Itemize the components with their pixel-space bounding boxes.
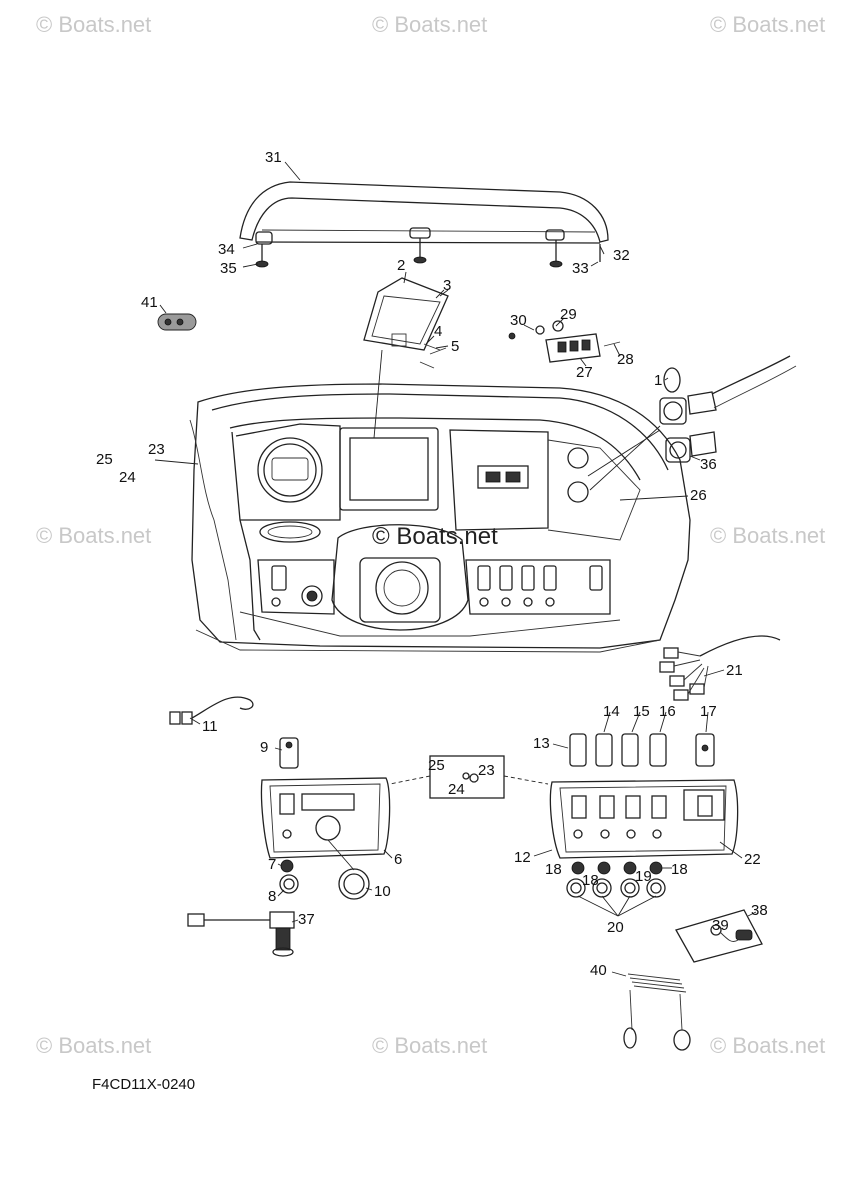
watermark-bottom-right: © Boats.net [710,1033,826,1058]
key-fob-part [157,313,197,331]
callout-1: 1 [654,372,663,389]
callout-3: 3 [443,277,452,294]
callout-12: 12 [514,849,531,866]
callout-38: 38 [751,902,768,919]
callout-24b: 24 [448,781,465,798]
callout-25: 25 [96,451,113,468]
callout-8: 8 [268,888,277,905]
diagram-code: F4CD11X-0240 [92,1076,196,1093]
callout-14: 14 [603,703,620,720]
callout-11: 11 [202,718,218,735]
switch-bracket-part [508,320,621,363]
callout-18b: 18 [582,872,599,889]
callout-22: 22 [744,851,761,868]
callout-24: 24 [119,469,136,486]
callout-19: 19 [635,868,652,885]
callout-25b: 25 [428,757,445,774]
callout-27: 27 [576,364,593,381]
callout-29: 29 [560,306,577,323]
callout-13: 13 [533,735,550,752]
display-unit-part [363,271,449,439]
grab-handle-part [239,181,609,268]
wiring-harness-part [659,635,781,701]
callout-33: 33 [572,260,589,277]
callout-30: 30 [510,312,527,329]
watermark-center: © Boats.net [372,523,498,550]
callout-18a: 18 [545,861,562,878]
right-switch-plate-part [549,733,739,917]
horn-switch-part [187,911,295,957]
callout-26: 26 [690,487,707,504]
callout-40: 40 [590,962,607,979]
callout-4: 4 [434,323,443,340]
small-harness-part [169,696,254,725]
callout-39: 39 [712,917,729,934]
callout-18c: 18 [671,861,688,878]
watermark-bottom-left: © Boats.net [36,1033,152,1058]
callout-23: 23 [148,441,165,458]
callout-31: 31 [265,149,282,166]
watermark-bottom-center: © Boats.net [372,1033,488,1058]
callout-35: 35 [220,260,237,277]
callout-5: 5 [451,338,460,355]
callout-10: 10 [374,883,391,900]
callout-leaders [154,161,757,977]
watermark-top-left: © Boats.net [36,12,152,37]
power-socket-part [587,355,797,491]
callout-36: 36 [700,456,717,473]
callout-16: 16 [659,703,676,720]
callout-2: 2 [397,257,406,274]
watermark-mid-right: © Boats.net [710,523,826,548]
callout-34: 34 [218,241,235,258]
lanyard-key-part [675,909,763,963]
callout-6: 6 [394,851,403,868]
fastener-detail-box [389,755,549,799]
callout-32: 32 [613,247,630,264]
watermark-top-right: © Boats.net [710,12,826,37]
callout-21: 21 [726,662,743,679]
callout-41: 41 [141,294,158,311]
callout-28: 28 [617,351,634,368]
callout-7: 7 [268,856,277,873]
left-switch-plate-part [260,737,391,900]
callout-15: 15 [633,703,650,720]
callout-37: 37 [298,911,315,928]
callout-20: 20 [607,919,624,936]
watermark-mid-left: © Boats.net [36,523,152,548]
callout-17: 17 [700,703,717,720]
dashboard-console-part [189,383,691,653]
coiled-lanyard-part [623,973,691,1051]
watermark-top-center: © Boats.net [372,12,488,37]
callout-9: 9 [260,739,269,756]
callout-23b: 23 [478,762,495,779]
